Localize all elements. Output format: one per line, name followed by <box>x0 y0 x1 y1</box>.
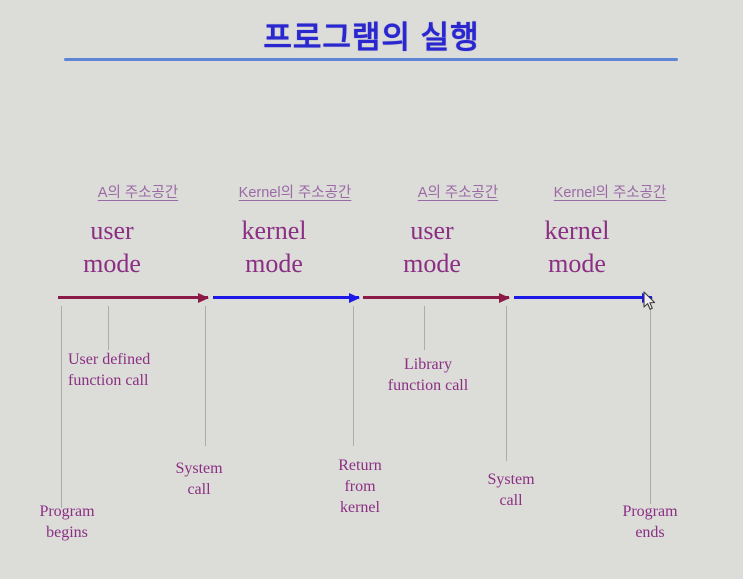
connector-library-function-call <box>424 306 425 350</box>
annotation-system-call-2: System call <box>470 469 552 511</box>
annotation-line-3: kernel <box>340 499 380 516</box>
mode-label-3: kernel mode <box>508 214 646 280</box>
column-header-1: Kernel의 주소공간 <box>238 185 352 201</box>
annotation-line-2: function call <box>387 377 469 394</box>
arrow-head-icon <box>499 292 510 303</box>
mode-label-2: user mode <box>372 214 492 280</box>
annotation-user-defined-function-call: User defined function call <box>68 349 150 391</box>
annotation-return-from-kernel: Return from kernel <box>325 455 395 518</box>
column-header-2: A의 주소공간 <box>417 185 499 201</box>
mode-label-1-line2: mode <box>245 249 303 278</box>
mode-label-2-line2: mode <box>403 249 461 278</box>
timeline-arrow-kernel-mode-1 <box>213 292 360 303</box>
annotation-line-2: call <box>499 492 523 509</box>
title-divider <box>64 58 678 61</box>
annotation-line-1: Library <box>404 356 452 373</box>
arrow-shaft <box>514 296 652 299</box>
annotation-line-1: Program <box>622 503 678 520</box>
arrow-head-icon <box>198 292 209 303</box>
mode-label-0-line2: mode <box>83 249 141 278</box>
mouse-cursor-icon <box>643 291 657 313</box>
timeline-arrow-user-mode-1 <box>58 292 209 303</box>
annotation-line-1: Return <box>338 457 382 474</box>
annotation-line-1: Program <box>39 503 95 520</box>
mode-label-3-line2: mode <box>548 249 606 278</box>
annotation-line-1: System <box>175 460 223 477</box>
annotation-line-1: System <box>487 471 535 488</box>
arrow-shaft <box>363 296 509 299</box>
annotation-line-2: function call <box>68 372 149 389</box>
timeline-arrow-kernel-mode-2 <box>514 292 653 303</box>
column-header-3: Kernel의 주소공간 <box>553 185 667 201</box>
connector-user-defined-function-call <box>108 306 109 350</box>
connector-system-call-2 <box>506 306 507 461</box>
mode-label-0: user mode <box>52 214 172 280</box>
annotation-line-2: from <box>344 478 376 495</box>
annotation-system-call-1: System call <box>158 458 240 500</box>
arrow-head-icon <box>349 292 360 303</box>
arrow-shaft <box>58 296 208 299</box>
page-title: 프로그램의 실행 <box>263 20 480 55</box>
mode-label-2-line1: user <box>410 216 454 245</box>
annotation-library-function-call: Library function call <box>373 354 483 396</box>
annotation-program-begins: Program begins <box>24 501 110 543</box>
mode-label-0-line1: user <box>90 216 134 245</box>
timeline-arrow-user-mode-2 <box>363 292 510 303</box>
arrow-shaft <box>213 296 359 299</box>
annotation-line-2: ends <box>635 524 665 541</box>
annotation-line-2: begins <box>46 524 88 541</box>
annotation-line-2: call <box>187 481 211 498</box>
mode-label-1-line1: kernel <box>241 216 307 245</box>
column-header-0: A의 주소공간 <box>97 185 179 201</box>
mode-label-3-line1: kernel <box>544 216 610 245</box>
connector-return-from-kernel <box>353 306 354 446</box>
connector-program-begins <box>61 306 62 508</box>
connector-program-ends <box>650 306 651 504</box>
annotation-line-1: User defined <box>68 351 151 368</box>
mode-label-1: kernel mode <box>205 214 343 280</box>
annotation-program-ends: Program ends <box>607 501 693 543</box>
connector-system-call-1 <box>205 306 206 446</box>
